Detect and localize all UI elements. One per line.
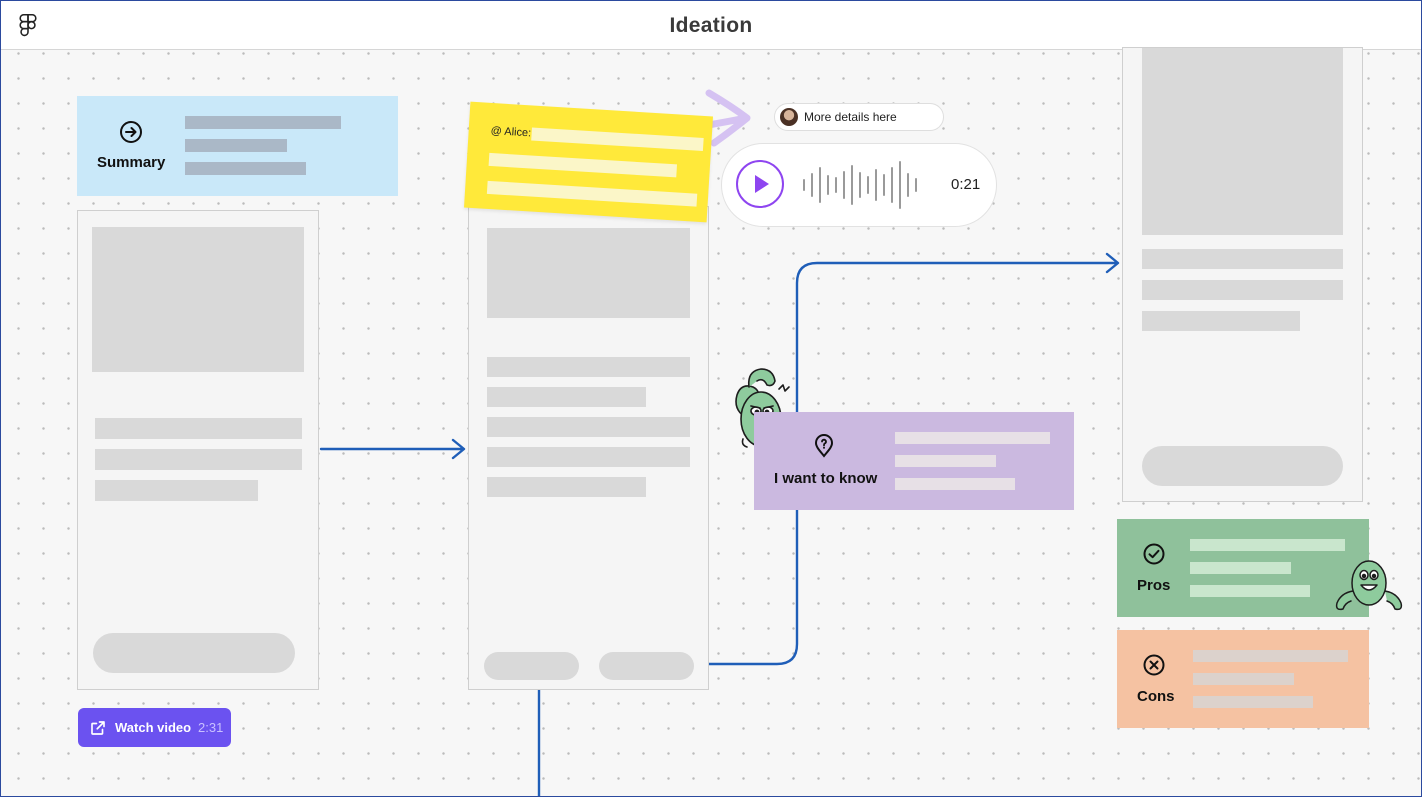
button-placeholder — [1142, 446, 1343, 486]
placeholder-line — [895, 432, 1050, 444]
question-label: I want to know — [774, 470, 878, 487]
image-placeholder — [92, 227, 304, 372]
wireframe-screen-3[interactable] — [1122, 47, 1363, 502]
placeholder-line — [185, 116, 341, 129]
placeholder-line — [1193, 650, 1348, 662]
watch-video-label: Watch video — [115, 720, 192, 735]
placeholder-line — [486, 180, 698, 207]
placeholder-line — [1193, 696, 1313, 708]
external-link-icon — [91, 721, 105, 735]
placeholder-line — [488, 152, 678, 178]
wireframe-screen-1[interactable] — [77, 210, 319, 690]
check-circle-icon — [1143, 543, 1165, 565]
text-placeholder — [487, 387, 646, 407]
sticky-mention: @ Alice: — [490, 124, 532, 140]
page-title: Ideation — [669, 14, 753, 37]
text-placeholder — [95, 449, 302, 470]
play-icon — [754, 174, 769, 193]
placeholder-line — [185, 139, 287, 152]
arrow-right-circle-icon — [120, 121, 142, 143]
image-placeholder — [1142, 48, 1343, 235]
pros-card[interactable]: Pros — [1117, 519, 1369, 617]
wireframe-screen-2[interactable] — [468, 206, 709, 690]
comment-text: More details here — [804, 110, 897, 124]
cheering-character-sticker[interactable] — [1333, 557, 1405, 615]
question-card[interactable]: I want to know — [754, 412, 1074, 510]
cons-card[interactable]: Cons — [1117, 630, 1369, 728]
placeholder-line — [1190, 585, 1310, 597]
text-placeholder — [487, 357, 690, 377]
avatar — [780, 108, 798, 126]
cons-label: Cons — [1137, 688, 1175, 705]
text-placeholder — [95, 418, 302, 439]
audio-duration: 0:21 — [951, 176, 981, 193]
button-placeholder — [93, 633, 295, 673]
location-pin-question-icon — [814, 434, 834, 458]
button-placeholder — [599, 652, 694, 680]
watch-video-button[interactable]: Watch video 2:31 — [78, 708, 231, 747]
sticky-note[interactable]: @ Alice: — [463, 101, 714, 223]
summary-card[interactable]: Summary — [77, 96, 398, 196]
placeholder-line — [1193, 673, 1294, 685]
top-bar: Ideation — [1, 1, 1421, 50]
audio-message[interactable]: 0:21 — [721, 143, 997, 227]
pros-label: Pros — [1137, 577, 1171, 594]
text-placeholder — [487, 417, 690, 437]
summary-label: Summary — [97, 154, 166, 171]
image-placeholder — [487, 228, 690, 318]
text-placeholder — [95, 480, 258, 501]
watch-video-duration: 2:31 — [198, 720, 224, 735]
play-button[interactable] — [736, 160, 784, 208]
figma-logo-icon[interactable] — [17, 13, 39, 39]
text-placeholder — [1142, 280, 1343, 300]
placeholder-line — [1190, 562, 1291, 574]
x-circle-icon — [1143, 654, 1165, 676]
text-placeholder — [1142, 249, 1343, 269]
placeholder-line — [1190, 539, 1345, 551]
button-placeholder — [484, 652, 579, 680]
placeholder-line — [895, 455, 996, 467]
text-placeholder — [1142, 311, 1300, 331]
comment-bubble[interactable]: More details here — [774, 103, 944, 131]
placeholder-line — [895, 478, 1015, 490]
audio-waveform — [803, 161, 917, 209]
text-placeholder — [487, 477, 646, 497]
placeholder-line — [531, 127, 704, 151]
text-placeholder — [487, 447, 690, 467]
placeholder-line — [185, 162, 306, 175]
connector-arrow-1 — [319, 438, 466, 460]
